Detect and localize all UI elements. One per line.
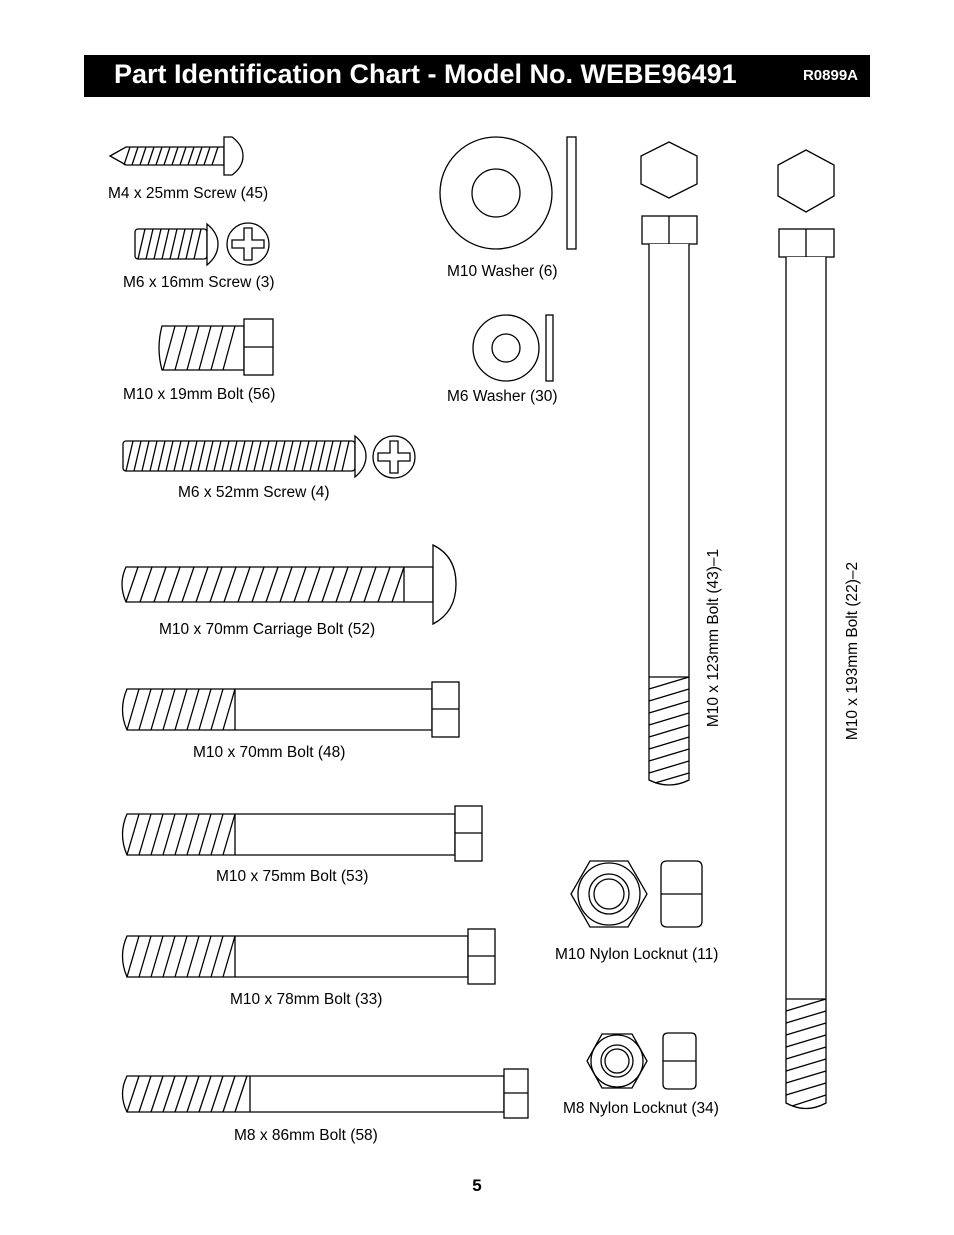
part-label-m10-70-carriage: M10 x 70mm Carriage Bolt (52): [159, 621, 376, 638]
page-number: 5: [472, 1176, 482, 1195]
m10-locknut-drawing: [570, 860, 703, 928]
part-label-m10-washer: M10 Washer (6): [447, 263, 558, 280]
part-label-m10-locknut: M10 Nylon Locknut (11): [555, 946, 719, 963]
part-label-m6-washer: M6 Washer (30): [447, 388, 558, 405]
chart-header: Part Identification Chart - Model No. WE…: [84, 55, 870, 97]
m6-washer-drawing: [472, 314, 554, 382]
part-label-m10-19-bolt: M10 x 19mm Bolt (56): [123, 386, 276, 403]
m10-70-carriage-bolt-drawing: [121, 543, 457, 626]
m4-screw-drawing: [108, 136, 244, 176]
m8-86-bolt-drawing: [121, 1068, 529, 1119]
m6-16-screw-drawing: [134, 222, 270, 267]
document-code: R0899A: [802, 67, 858, 84]
part-label-m8-locknut: M8 Nylon Locknut (34): [563, 1100, 719, 1117]
part-label-m10-75-bolt: M10 x 75mm Bolt (53): [216, 868, 369, 885]
part-label-m4-25-screw: M4 x 25mm Screw (45): [108, 185, 269, 202]
page-title: Part Identification Chart - Model No. WE…: [114, 59, 737, 89]
m10-washer-drawing: [439, 136, 577, 250]
part-label-m8-86-bolt: M8 x 86mm Bolt (58): [234, 1127, 378, 1144]
part-label-m6-16-screw: M6 x 16mm Screw (3): [123, 274, 275, 291]
m10-78-bolt-drawing: [121, 928, 496, 985]
part-label-m10-78-bolt: M10 x 78mm Bolt (33): [230, 991, 383, 1008]
part-label-m10-193-bolt: M10 x 193mm Bolt (22)–2: [844, 561, 861, 741]
m8-locknut-drawing: [586, 1032, 697, 1090]
m10-193-bolt-drawing: [777, 149, 835, 1110]
m10-70-bolt-drawing: [121, 681, 460, 738]
part-label-m6-52-screw: M6 x 52mm Screw (4): [178, 484, 330, 501]
part-label-m10-123-bolt: M10 x 123mm Bolt (43)–1: [705, 548, 722, 728]
m10-19-bolt-drawing: [158, 318, 274, 376]
m10-75-bolt-drawing: [121, 805, 483, 862]
m6-52-screw-drawing: [122, 434, 416, 479]
part-label-m10-70-bolt: M10 x 70mm Bolt (48): [193, 744, 346, 761]
m10-123-bolt-drawing: [640, 141, 698, 786]
